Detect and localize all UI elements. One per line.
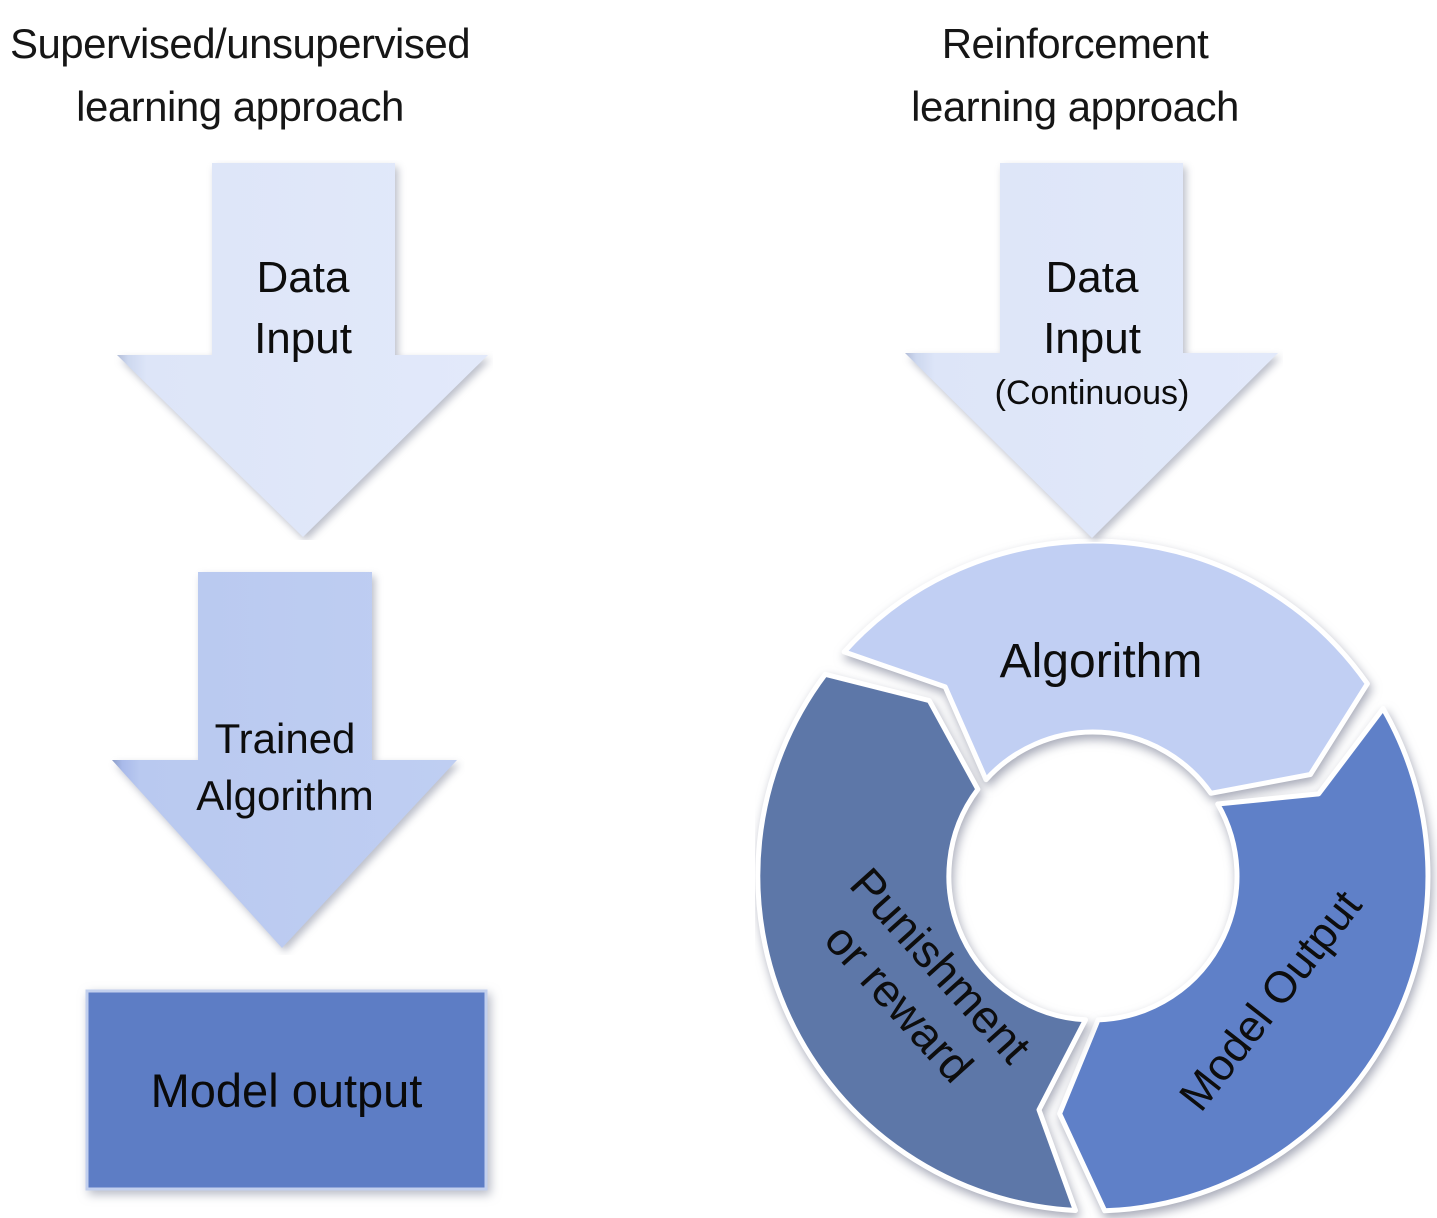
rl-data-input-line1: Data	[1045, 253, 1139, 302]
reinforcement-title-line1: Reinforcement	[941, 20, 1209, 67]
continuous-note: (Continuous)	[994, 374, 1190, 412]
continuous-data-input-arrow	[905, 163, 1278, 538]
trained-line2: Algorithm	[196, 772, 374, 819]
data-input-arrow	[117, 163, 488, 537]
rl-data-input-line2: Input	[1043, 314, 1141, 363]
punishment-reward-segment	[755, 671, 1088, 1213]
rl-data-input-label: Data Input	[982, 247, 1202, 369]
down-arrow-icon	[905, 163, 1278, 538]
data-input-line1: Data	[256, 253, 350, 302]
reinforcement-cycle-diagram	[755, 538, 1431, 1214]
trained-algorithm-label: Trained Algorithm	[145, 710, 425, 824]
model-output-rect	[85, 989, 488, 1191]
algorithm-segment-label: Algorithm	[999, 635, 1203, 688]
model-output-box	[85, 989, 488, 1191]
supervised-title-line1: Supervised/unsupervised	[9, 20, 471, 67]
model-output-box-label: Model output	[150, 1063, 423, 1117]
trained-line1: Trained	[214, 715, 356, 762]
down-arrow-icon	[117, 163, 488, 537]
reinforcement-title-line2: learning approach	[911, 83, 1239, 130]
data-input-line2: Input	[254, 314, 352, 363]
supervised-title-line2: learning approach	[76, 83, 404, 130]
reinforcement-learning-title: Reinforcement learning approach	[840, 12, 1310, 138]
algorithm-segment	[841, 538, 1370, 796]
model-output-segment	[1057, 706, 1431, 1214]
data-input-label: Data Input	[193, 247, 413, 369]
supervised-learning-title: Supervised/unsupervised learning approac…	[5, 12, 475, 138]
trained-algorithm-arrow	[112, 572, 457, 948]
down-arrow-icon	[112, 572, 457, 948]
